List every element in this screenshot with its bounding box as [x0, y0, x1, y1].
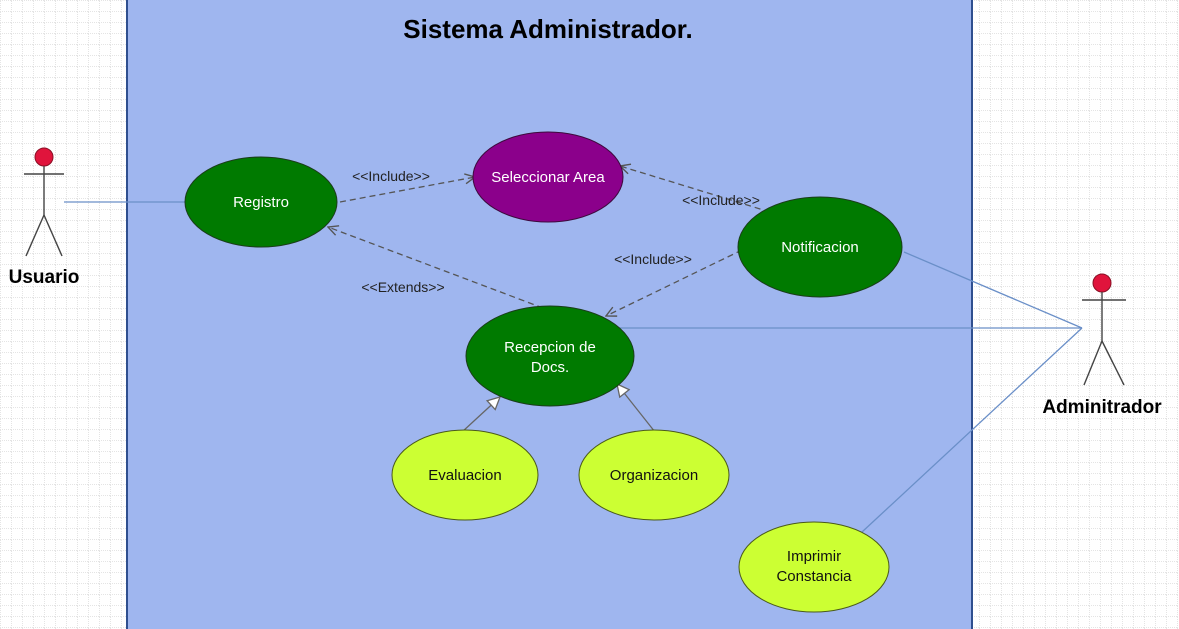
use-case-organizacion-label: Organizacion — [610, 467, 698, 484]
use-case-notificacion-label: Notificacion — [781, 239, 859, 256]
use-case-imprimir-label-2: Constancia — [776, 568, 852, 585]
use-case-recepcion-label-2: Docs. — [531, 359, 569, 376]
use-case-evaluacion[interactable]: Evaluacion — [391, 429, 539, 521]
label-include-notif-recep: <<Include>> — [614, 251, 692, 267]
system-title: Sistema Administrador. — [403, 14, 692, 44]
actor-administrador[interactable]: Adminitrador — [1042, 273, 1162, 418]
extends-recepcion-registro — [328, 227, 544, 309]
use-case-notificacion[interactable]: Notificacion — [737, 196, 903, 298]
actor-usuario-right-leg — [43, 214, 63, 257]
use-case-registro-label: Registro — [233, 194, 289, 211]
actor-usuario-left-leg — [25, 214, 45, 257]
use-case-seleccionar-area[interactable]: Seleccionar Area — [472, 131, 624, 223]
actor-usuario-head-icon — [34, 147, 54, 167]
actor-usuario[interactable]: Usuario — [9, 147, 80, 288]
use-case-recepcion-label-1: Recepcion de — [504, 339, 596, 356]
association-admin-imprimir — [861, 327, 1083, 533]
actor-admin-left-leg — [1083, 340, 1103, 386]
use-case-imprimir-constancia[interactable]: Imprimir Constancia — [738, 521, 890, 613]
include-notificacion-recepcion — [606, 249, 743, 316]
actor-admin-head-icon — [1092, 273, 1112, 293]
actor-admin-label: Adminitrador — [1042, 397, 1162, 418]
generalization-organizacion-recepcion — [617, 384, 656, 433]
association-admin-notificacion — [903, 251, 1083, 329]
actor-admin-right-leg — [1101, 340, 1125, 386]
actor-usuario-label: Usuario — [9, 267, 80, 288]
use-case-seleccionar-area-label: Seleccionar Area — [491, 169, 605, 186]
use-case-organizacion[interactable]: Organizacion — [578, 429, 730, 521]
include-notificacion-seleccionar — [620, 166, 771, 213]
label-include-registro: <<Include>> — [352, 168, 430, 184]
label-include-notif-area: <<Include>> — [682, 192, 760, 208]
use-case-registro[interactable]: Registro — [184, 156, 338, 248]
label-extends: <<Extends>> — [361, 279, 444, 295]
include-registro-seleccionar — [339, 177, 475, 203]
generalization-evaluacion-recepcion — [461, 397, 500, 433]
use-case-recepcion-docs[interactable]: Recepcion de Docs. — [465, 305, 635, 407]
use-case-evaluacion-label: Evaluacion — [428, 467, 501, 484]
use-case-imprimir-label-1: Imprimir — [787, 548, 841, 565]
